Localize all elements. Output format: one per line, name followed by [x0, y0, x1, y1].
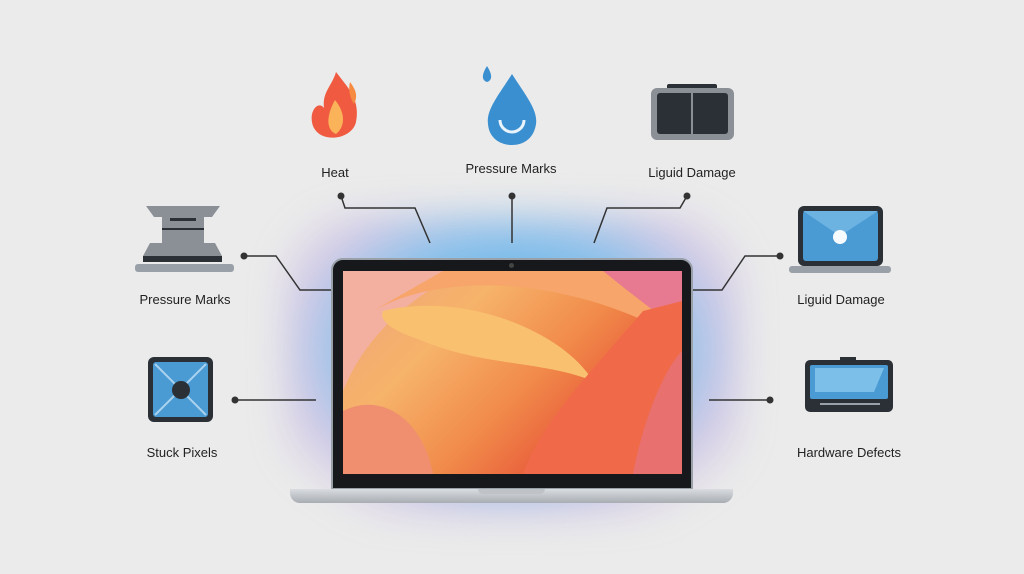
label-heat: Heat: [321, 165, 349, 180]
label-liquid-damage-right: Liguid Damage: [797, 292, 885, 307]
label-stuck-pixels: Stuck Pixels: [146, 445, 218, 460]
label-pressure-marks-top: Pressure Marks: [465, 161, 557, 176]
webcam: [509, 263, 514, 268]
label-hardware-defects: Hardware Defects: [796, 445, 902, 460]
laptop-notch: [478, 489, 545, 494]
laptop-screen: [343, 271, 682, 474]
connector-liquid-top: [593, 195, 688, 244]
flame-icon: [311, 72, 357, 138]
connector-pressure-left: [244, 255, 331, 291]
laptop-icon: [789, 206, 891, 273]
laptop-base: [290, 489, 733, 503]
press-icon: [135, 206, 234, 272]
device-icon: [651, 84, 734, 140]
label-liquid-damage-top: Liguid Damage: [648, 165, 736, 180]
water-drop-icon: [482, 66, 537, 145]
connector-heat: [340, 195, 431, 244]
label-pressure-marks-left: Pressure Marks: [139, 292, 231, 307]
hardware-laptop-icon: [805, 357, 893, 412]
stuck-pixel-icon: [148, 357, 213, 422]
connector-liquid-right: [693, 255, 780, 291]
